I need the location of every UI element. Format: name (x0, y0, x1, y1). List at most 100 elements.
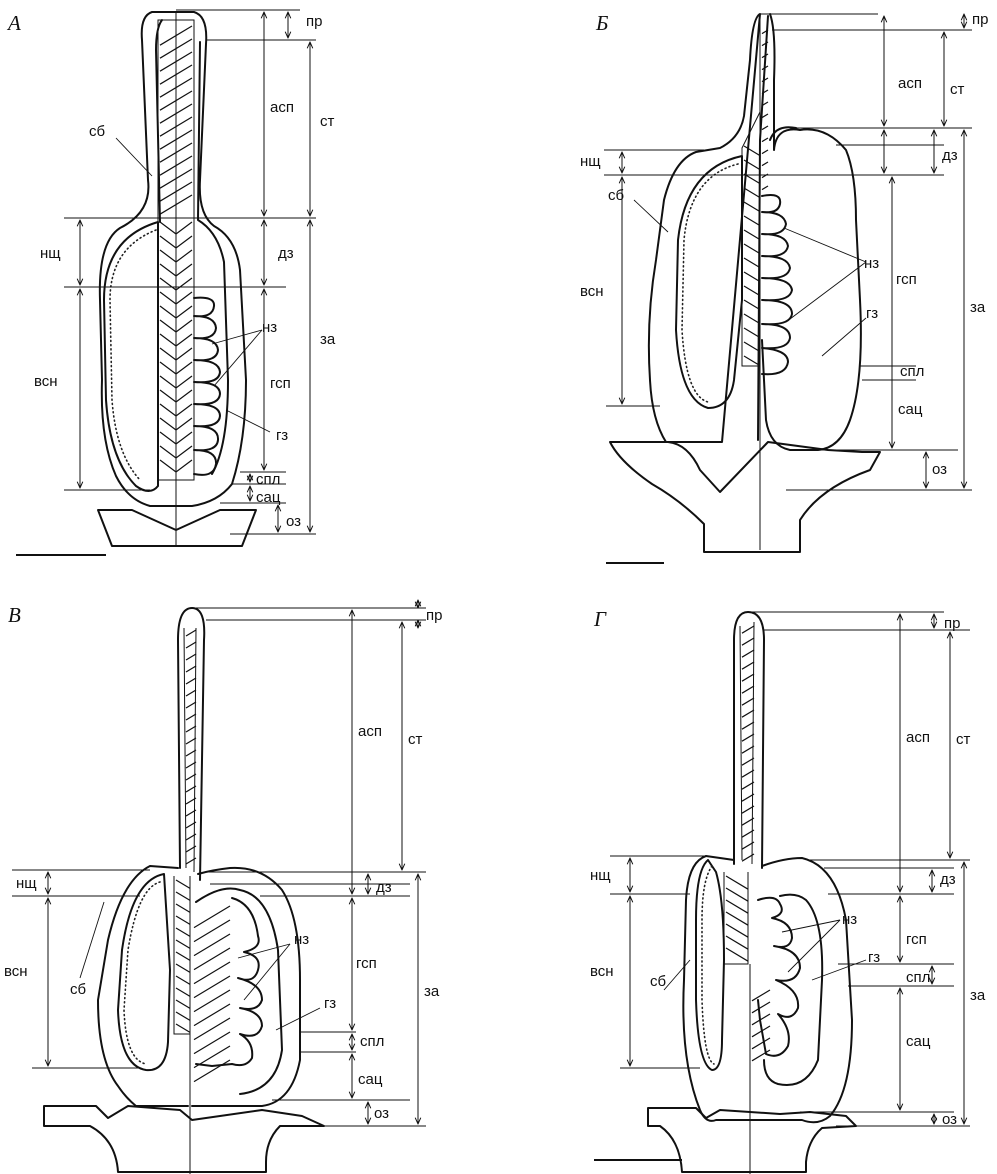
hatch-line (194, 934, 230, 956)
hatch-line (742, 710, 754, 717)
hatch-line (742, 770, 754, 777)
label-za: за (970, 987, 986, 1004)
hatch-line (744, 258, 760, 268)
hatch-line (176, 916, 190, 924)
panel-g-labels: пр асп ст нщ дз нз всн сб гсп гз за спл … (590, 615, 986, 1128)
hatch-line (176, 1012, 190, 1020)
label-za: за (320, 331, 336, 348)
label-sb: сб (89, 123, 105, 140)
label-sb: сб (70, 981, 86, 998)
panel-g-letter: Г (593, 607, 607, 631)
hatch-line (726, 924, 748, 937)
label-sb: сб (650, 973, 666, 990)
panel-b: Б (580, 11, 988, 563)
hatch-line (744, 188, 760, 198)
hatch-line (742, 722, 754, 729)
label-za: за (424, 983, 440, 1000)
label-nshch: нщ (40, 245, 61, 262)
hatch-line (176, 940, 190, 948)
label-st: ст (408, 731, 423, 748)
label-vsn: всн (580, 283, 604, 300)
hatch-line (742, 758, 754, 765)
label-nz: нз (262, 319, 277, 336)
label-pr: пр (972, 11, 988, 28)
panel-a-cavity-dots (110, 230, 156, 480)
panel-g-cavity (696, 860, 724, 1070)
hatch-line (176, 892, 190, 900)
panel-a-labels: пр асп ст сб нщ дз за нз всн гсп гз спл … (34, 13, 336, 530)
label-gz: гз (324, 995, 336, 1012)
label-sats: сац (256, 489, 281, 506)
hatch-line (762, 186, 768, 190)
panel-v-base (44, 1106, 324, 1172)
hatch-line (752, 990, 770, 1001)
label-oz: оз (942, 1111, 957, 1128)
label-asp: асп (270, 99, 294, 116)
hatch-line (194, 1018, 230, 1040)
label-spl: спл (256, 471, 280, 488)
panel-g-base (648, 1108, 856, 1172)
hatch-line (186, 714, 196, 720)
label-pr: пр (944, 615, 960, 632)
panel-a-inner-wall (156, 20, 228, 474)
panel-v-hatching (176, 880, 230, 1082)
panel-b-outline (649, 14, 760, 442)
label-gsp: гсп (356, 955, 377, 972)
panel-v-stalk (178, 608, 204, 880)
hatch-line (762, 150, 768, 154)
label-gsp: гсп (270, 375, 291, 392)
panel-v-loculi (196, 898, 262, 1066)
label-nz: нз (842, 911, 857, 928)
hatch-line (176, 928, 190, 936)
panel-a: А (6, 10, 336, 555)
panel-b-loculi (762, 195, 792, 374)
hatch-line (194, 962, 230, 984)
label-gsp: гсп (896, 271, 917, 288)
panel-v-labels: пр асп ст нщ дз всн сб нз гсп за гз спл … (4, 607, 442, 1122)
label-oz: оз (932, 461, 947, 478)
label-nz: нз (864, 255, 879, 272)
hatch-line (726, 888, 748, 901)
panel-a-cavity (104, 222, 158, 491)
label-nshch: нщ (16, 875, 37, 892)
panel-g-cavity-dots (702, 866, 714, 1064)
hatch-line (742, 746, 754, 753)
hatch-line (744, 328, 760, 338)
hatch-line (752, 1002, 770, 1013)
hatch-line (744, 202, 760, 212)
hatch-line (744, 146, 760, 156)
label-dz: дз (278, 245, 294, 262)
hatch-line (194, 906, 230, 928)
panel-b-letter: Б (595, 11, 608, 35)
hatch-line (742, 638, 754, 645)
hatch-line (186, 738, 196, 744)
hatch-line (762, 174, 768, 178)
hatch-line (194, 1060, 230, 1082)
hatch-line (194, 948, 230, 970)
hatch-line (744, 272, 760, 282)
hatch-line (762, 126, 768, 130)
hatch-line (744, 314, 760, 324)
label-gz: гз (868, 949, 880, 966)
hatch-line (762, 162, 768, 166)
label-asp: асп (898, 75, 922, 92)
panel-v-cavity-dots (124, 882, 160, 1064)
label-sb: сб (608, 187, 624, 204)
panel-b-cavity (676, 156, 742, 408)
hatch-line (186, 630, 196, 636)
hatch-line (742, 662, 754, 669)
hatch-line (744, 286, 760, 296)
label-pr: пр (306, 13, 322, 30)
hatch-line (744, 300, 760, 310)
panel-b-labels: пр асп ст дз нщ сб нз всн гсп за гз спл … (580, 11, 988, 478)
label-asp: асп (358, 723, 382, 740)
hatch-line (762, 114, 768, 118)
hatch-line (186, 678, 196, 684)
hatch-line (726, 948, 748, 961)
label-dz: дз (940, 871, 956, 888)
label-spl: спл (900, 363, 924, 380)
hatch-line (176, 880, 190, 888)
hatch-line (186, 642, 196, 648)
hatch-line (194, 1032, 230, 1054)
